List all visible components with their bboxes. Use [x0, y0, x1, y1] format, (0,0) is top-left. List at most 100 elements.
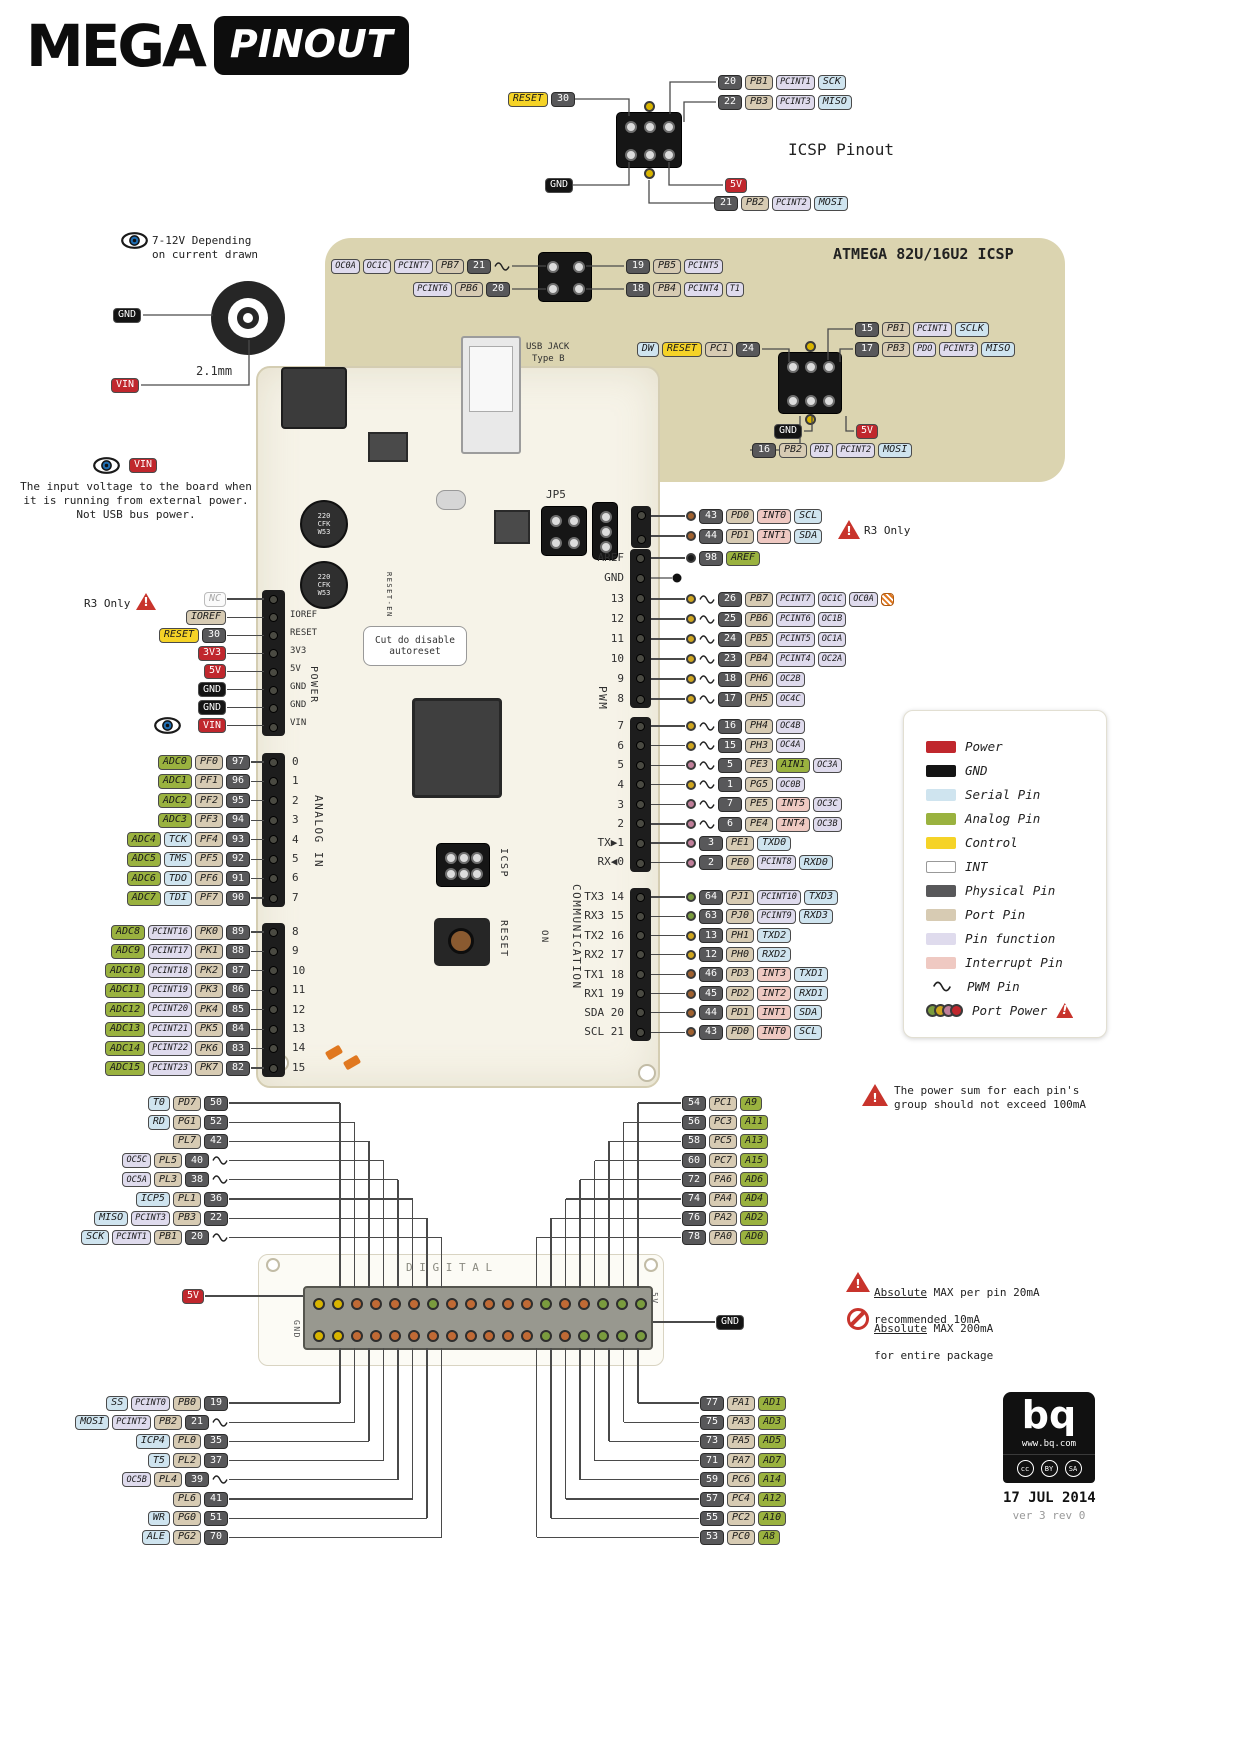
pin-badge-int1: INT1 [757, 1005, 792, 1021]
connector-line [382, 1348, 385, 1461]
legend-swatch [926, 884, 956, 897]
pin-badge-pcint2: PCINT2 [112, 1414, 151, 1430]
pin-badge-pe3: PE3 [745, 757, 774, 773]
connector-pin [445, 1298, 458, 1310]
pin-badge-36: 36 [204, 1191, 228, 1207]
pin-badge-pb1: PB1 [745, 74, 774, 90]
legend-item-port-power: Port Power [926, 1003, 1074, 1018]
pin-badge-5v: 5V [181, 1288, 204, 1304]
header-pin [550, 537, 562, 549]
connector-line [653, 1321, 715, 1323]
connector-line [229, 1402, 340, 1404]
pin-badge-oc3b: OC3B [813, 816, 842, 832]
board-label-10: 10 [292, 964, 306, 977]
pin-row-power-left: GND [197, 682, 226, 698]
pin-badge-37: 37 [204, 1453, 228, 1469]
legend-swatch [926, 932, 956, 945]
connector-line [227, 634, 264, 636]
header-pin [823, 361, 835, 373]
pin-badge-pc7: PC7 [709, 1153, 738, 1169]
warning-triangle-icon [136, 593, 156, 610]
pin-hole [269, 776, 278, 786]
board-part-ring [243, 313, 253, 323]
port-power-icon [926, 1004, 963, 1017]
pin-badge-pc1: PC1 [709, 1095, 738, 1111]
pin-hole [636, 858, 645, 868]
pin-badge-ss: SS [106, 1395, 129, 1411]
pwm-wave-icon [699, 799, 715, 810]
pin-hole [269, 985, 278, 995]
pwm-wave-icon [699, 721, 715, 732]
pin-row-icsp-top-5v: 5V [725, 177, 748, 193]
pin-badge-oc0b: OC0B [776, 777, 805, 793]
pin-badge-5v: 5V [725, 177, 748, 193]
header-pin [458, 852, 470, 864]
pin-hole [269, 815, 278, 825]
pin-badge-pb4: PB4 [745, 651, 774, 667]
pin-badge-3: 3 [699, 835, 723, 851]
board-label-3: 3 [292, 813, 299, 826]
connector-pin [521, 1330, 534, 1342]
legend-label: Serial Pin [965, 787, 1041, 802]
board-label-gnd: GND [604, 571, 624, 584]
board-label-6: 6 [617, 739, 624, 752]
connector-line [622, 1122, 625, 1288]
connector-line [565, 1498, 699, 1500]
pin-badge-pcint8: PCINT8 [757, 855, 796, 870]
pin-badge-pcint23: PCINT23 [148, 1060, 192, 1076]
connector-line [397, 1179, 399, 1288]
board-part-usb-in [469, 346, 513, 412]
pin-dot [686, 892, 696, 902]
pin-badge-97: 97 [226, 754, 250, 770]
pin-badge-pl1: PL1 [172, 1191, 201, 1207]
pin-badge-pcint4: PCINT4 [684, 281, 723, 297]
logo-pinout-text: PINOUT [213, 16, 409, 75]
pin-header [436, 843, 490, 887]
connector-line [227, 670, 264, 672]
connector-line [651, 658, 685, 660]
pwm-wave-icon [699, 819, 715, 830]
connector-line [397, 1348, 399, 1480]
board-label-aref: AREF [597, 551, 625, 564]
pin-hole [269, 722, 278, 732]
connector-line [651, 638, 685, 640]
pin-badge-pa2: PA2 [709, 1210, 738, 1226]
pin-badge-pcint1: PCINT1 [112, 1229, 151, 1245]
pwm-wave-icon [212, 1155, 228, 1166]
pin-badge-a12: A12 [758, 1491, 787, 1507]
legend-item-pin-function: Pin function [926, 931, 1055, 946]
pin-badge-pcint4: PCINT4 [776, 651, 815, 667]
pin-badge-pc4: PC4 [727, 1491, 756, 1507]
connector-line [251, 819, 264, 821]
warning-triangle-icon [1056, 1003, 1074, 1018]
pwm-wave-icon [699, 614, 715, 625]
pin-badge-reset: RESET [661, 341, 702, 357]
connector-line [229, 1160, 384, 1162]
connector-pin [635, 1330, 647, 1342]
pwm-wave-icon [699, 694, 715, 705]
legend-label: Port Pin [965, 907, 1026, 922]
pin-badge-60: 60 [682, 1153, 706, 1169]
pin-badge-pcint3: PCINT3 [776, 94, 815, 110]
legend-swatch [926, 860, 956, 873]
pin-badge-ad1: AD1 [758, 1395, 787, 1411]
board-label-reset: RESET [290, 628, 318, 638]
pin-badge-adc7: ADC7 [126, 890, 161, 906]
pin-badge-44: 44 [699, 1005, 723, 1021]
legend-swatch [926, 788, 956, 801]
pin-badge-pk3: PK3 [194, 982, 223, 998]
pin-row-power-left: 3V3 [197, 645, 226, 661]
pin-badge-pcint7: PCINT7 [394, 258, 433, 274]
pin-badge-pcint5: PCINT5 [776, 631, 815, 647]
